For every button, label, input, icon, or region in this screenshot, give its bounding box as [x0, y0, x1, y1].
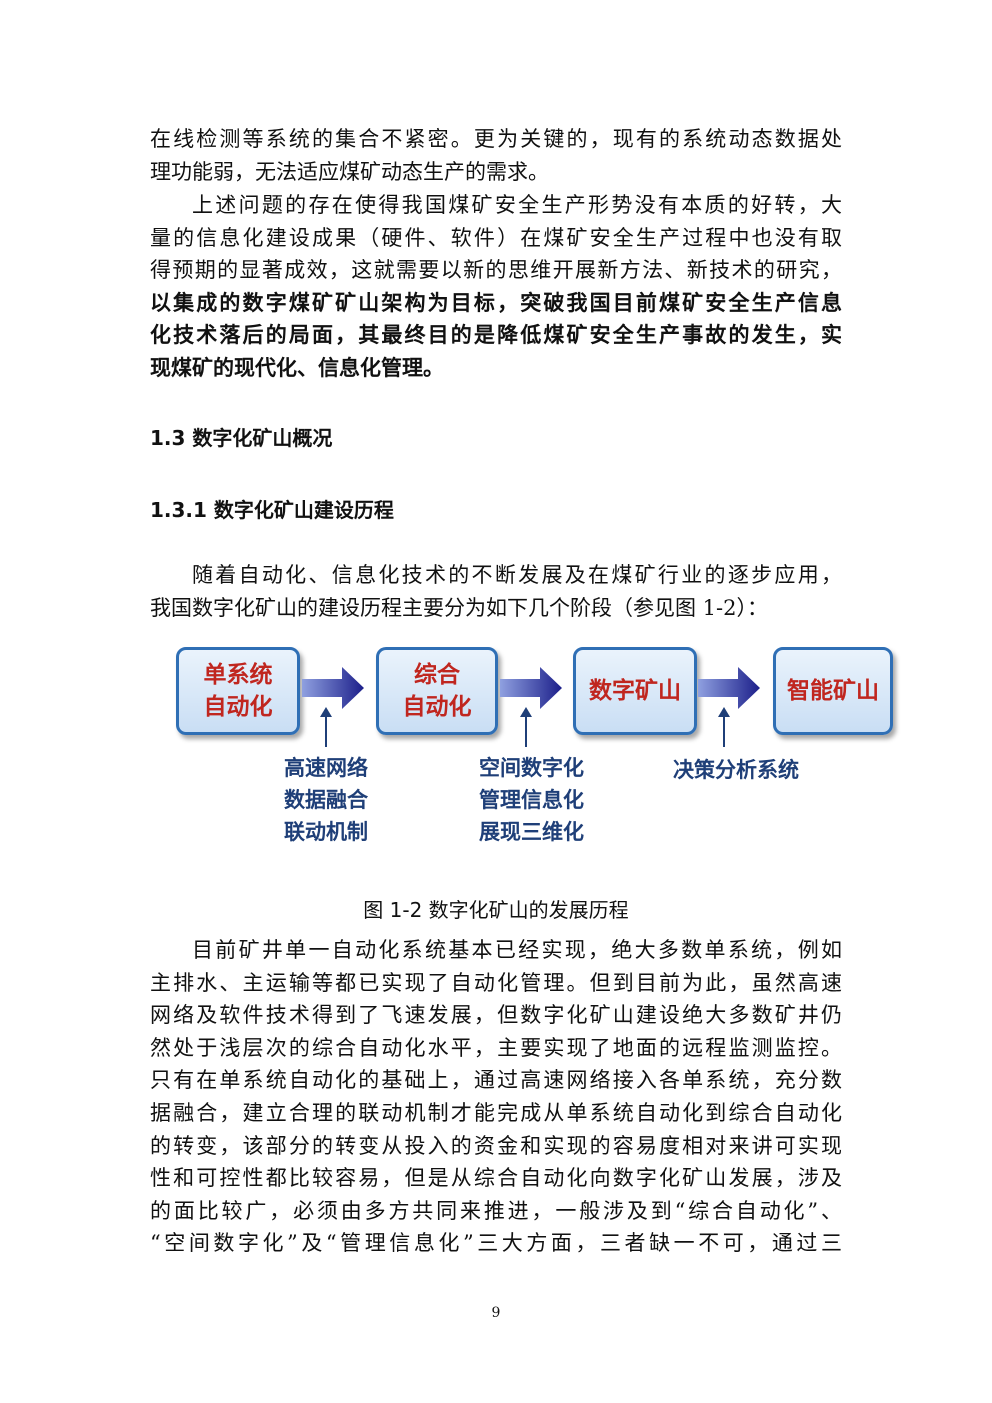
paragraph-continued: 在线检测等系统的集合不紧密。更为关键的，现有的系统动态数据处 理功能弱，无法适应…	[150, 123, 842, 188]
text-line: 据融合，建立合理的联动机制才能完成从单系统自动化到综合自动化	[150, 1100, 842, 1125]
subsection-heading: 1.3.1 数字化矿山建设历程	[150, 498, 394, 522]
right-arrow-icon	[698, 667, 760, 709]
enabler-label-group: 空间数字化 管理信息化 展现三维化	[479, 752, 584, 848]
stage-box-single-system-automation: 单系统自动化	[176, 647, 300, 735]
enabler-label: 空间数字化	[479, 756, 584, 780]
text-line: 量的信息化建设成果（硬件、软件）在煤矿安全生产过程中也没有取	[150, 225, 842, 250]
enabler-label-group: 高速网络 数据融合 联动机制	[284, 752, 368, 848]
right-arrow-icon	[500, 667, 562, 709]
figure-caption: 图 1-2 数字化矿山的发展历程	[363, 898, 629, 922]
stage-box-smart-mine: 智能矿山	[773, 647, 893, 735]
section-heading: 1.3 数字化矿山概况	[150, 426, 333, 450]
text-line: 在线检测等系统的集合不紧密。更为关键的，现有的系统动态数据处	[150, 127, 842, 151]
paragraph-current-status: 目前矿井单一自动化系统基本已经实现，绝大多数单系统，例如 主排水、主运输等都已实…	[150, 934, 842, 1260]
stage-text: 综合	[414, 662, 460, 688]
text-line: 性和可控性都比较容易，但是从综合自动化向数字化矿山发展，涉及	[150, 1166, 842, 1191]
up-arrow-icon	[520, 707, 532, 747]
stage-box-digital-mine: 数字矿山	[573, 647, 697, 735]
text-line: 主排水、主运输等都已实现了自动化管理。但到目前为此，虽然高速	[150, 970, 842, 995]
text-line: 网络及软件技术得到了飞速发展，但数字化矿山建设绝大多数矿井仍	[150, 1003, 842, 1028]
text-line: 得预期的显著成效，这就需要以新的思维开展新方法、新技术的研究，	[150, 258, 842, 283]
enabler-label: 数据融合	[284, 788, 368, 812]
text-line: 只有在单系统自动化的基础上，通过高速网络接入各单系统，充分数	[150, 1068, 842, 1093]
enabler-label-group: 决策分析系统	[673, 754, 799, 786]
up-arrow-icon	[320, 707, 332, 747]
stage-text: 单系统	[203, 662, 273, 688]
stage-text: 自动化	[402, 694, 472, 720]
up-arrow-icon	[718, 707, 730, 747]
paragraph-intro: 随着自动化、信息化技术的不断发展及在煤矿行业的逐步应用， 我国数字化矿山的建设历…	[150, 559, 842, 624]
stage-text: 自动化	[203, 694, 273, 720]
paragraph-problem-statement: 上述问题的存在使得我国煤矿安全生产形势没有本质的好转，大 量的信息化建设成果（硬…	[150, 189, 842, 385]
bold-text-line: 化技术落后的局面，其最终目的是降低煤矿安全生产事故的发生，实	[150, 323, 842, 348]
text-line: 的转变，该部分的转变从投入的资金和实现的容易度相对来讲可实现	[150, 1133, 842, 1158]
enabler-label: 高速网络	[284, 756, 368, 780]
bold-text-line: 以集成的数字煤矿矿山架构为目标，突破我国目前煤矿安全生产信息	[150, 290, 842, 315]
text-line: 随着自动化、信息化技术的不断发展及在煤矿行业的逐步应用，	[192, 563, 842, 587]
stage-box-integrated-automation: 综合自动化	[376, 647, 498, 735]
enabler-label: 管理信息化	[479, 788, 584, 812]
text-line: 上述问题的存在使得我国煤矿安全生产形势没有本质的好转，大	[192, 193, 842, 217]
enabler-label: 决策分析系统	[673, 758, 799, 782]
enabler-label: 展现三维化	[479, 820, 584, 844]
text-line: 的面比较广，必须由多方共同来推进，一般涉及到“综合自动化”、	[150, 1198, 842, 1223]
text-line: 理功能弱，无法适应煤矿动态生产的需求。	[150, 159, 549, 184]
text-line: 我国数字化矿山的建设历程主要分为如下几个阶段（参见图 1-2）：	[150, 595, 768, 620]
page-number: 9	[491, 1305, 501, 1321]
bold-text-line: 现煤矿的现代化、信息化管理。	[150, 355, 444, 380]
enabler-label: 联动机制	[284, 820, 368, 844]
text-line: 然处于浅层次的综合自动化水平，主要实现了地面的远程监测监控。	[150, 1035, 842, 1060]
stage-text: 智能矿山	[787, 678, 879, 704]
text-line: “空间数字化”及“管理信息化”三大方面，三者缺一不可，通过三	[150, 1231, 842, 1256]
stage-text: 数字矿山	[589, 678, 681, 704]
right-arrow-icon	[302, 667, 364, 709]
text-line: 目前矿井单一自动化系统基本已经实现，绝大多数单系统，例如	[192, 938, 842, 962]
